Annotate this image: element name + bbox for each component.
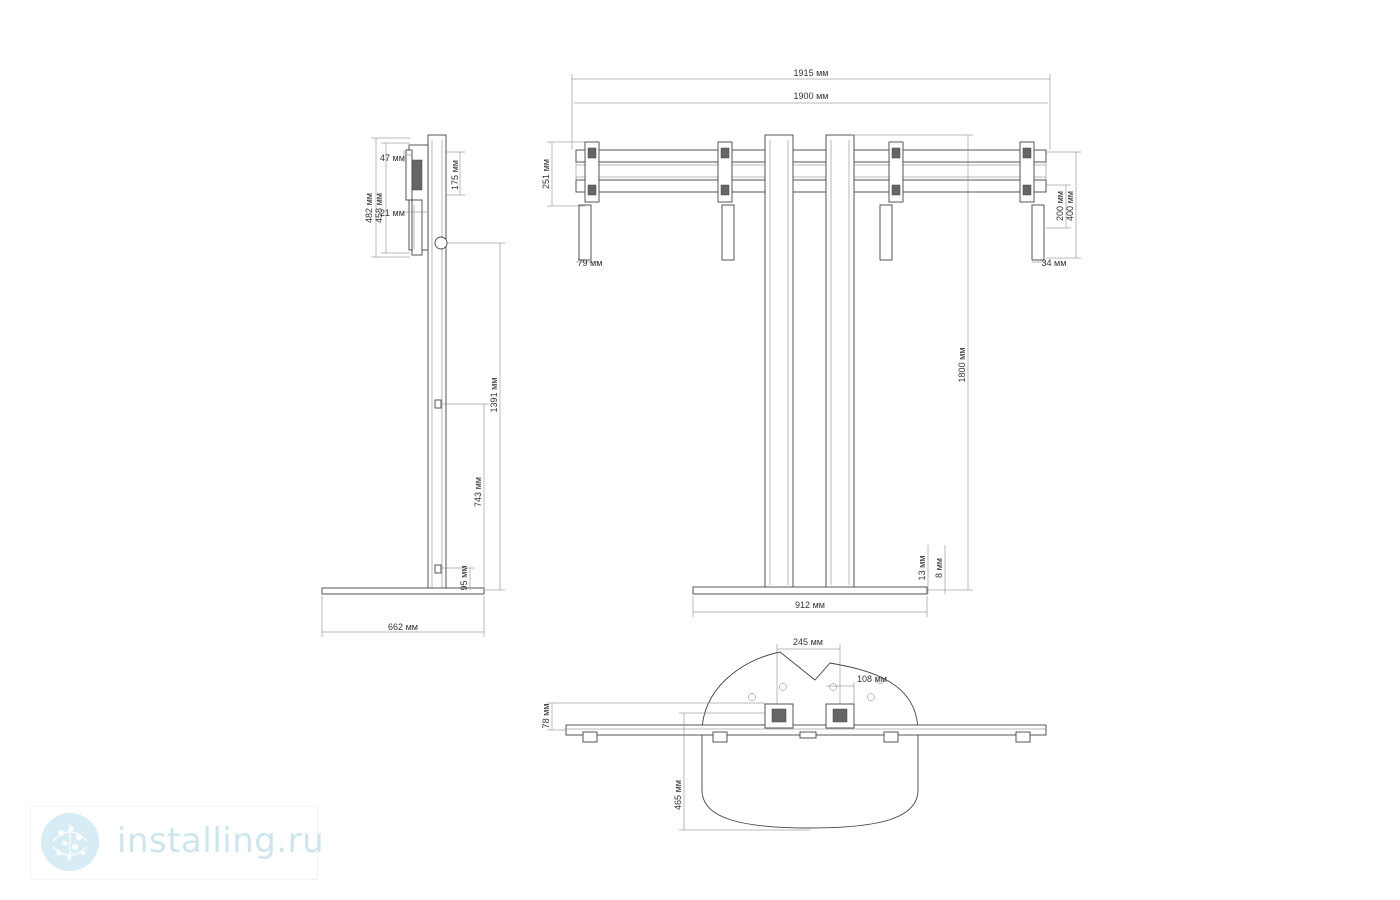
- front-pillar-right: [825, 134, 855, 591]
- dim-662: 662 мм: [388, 622, 418, 632]
- side-view: [321, 134, 505, 637]
- front-rail-bottom: [575, 179, 1047, 193]
- top-view: [547, 644, 1047, 831]
- mount-arm-3: [879, 141, 904, 261]
- side-clamp-mid: [434, 399, 442, 409]
- dim-200: 200 мм: [1055, 191, 1065, 221]
- front-pillar-left: [764, 134, 794, 591]
- side-pillar: [427, 134, 447, 594]
- globe-logo-icon: [41, 813, 99, 871]
- front-view: [547, 74, 1081, 617]
- dim-743: 743 мм: [473, 477, 483, 507]
- dim-79: 79 мм: [578, 258, 603, 268]
- dim-78: 78 мм: [541, 704, 551, 729]
- dim-245: 245 мм: [793, 637, 823, 647]
- dim-1900: 1900 мм: [794, 91, 829, 101]
- mount-arm-4: [1019, 141, 1045, 261]
- dim-1915: 1915 мм: [794, 68, 829, 78]
- mount-arm-1: [578, 141, 600, 261]
- front-rail-top: [575, 149, 1047, 163]
- front-base: [692, 586, 928, 595]
- dim-108: 108 мм: [857, 674, 887, 684]
- dim-13: 13 мм: [917, 556, 927, 581]
- dim-21: 21 мм: [380, 208, 405, 218]
- side-clamp-top: [434, 236, 448, 250]
- dim-458: 458 мм: [374, 193, 384, 223]
- dim-482: 482 мм: [364, 193, 374, 223]
- dim-175: 175 мм: [450, 160, 460, 190]
- side-clamp-low: [434, 564, 442, 574]
- dim-8: 8 мм: [934, 558, 944, 578]
- watermark-text: installing.ru: [117, 821, 325, 861]
- dim-95: 95 мм: [459, 566, 469, 591]
- mount-arm-2: [717, 141, 735, 261]
- dim-34: 34 мм: [1042, 258, 1067, 268]
- dim-251: 251 мм: [541, 159, 551, 189]
- dim-47: 47 мм: [380, 153, 405, 163]
- dim-1800: 1800 мм: [957, 348, 967, 383]
- dim-912: 912 мм: [795, 600, 825, 610]
- dim-465: 465 мм: [673, 780, 683, 810]
- dim-1391: 1391 мм: [489, 378, 499, 413]
- dim-400: 400 мм: [1065, 191, 1075, 221]
- watermark: installing.ru: [30, 806, 324, 880]
